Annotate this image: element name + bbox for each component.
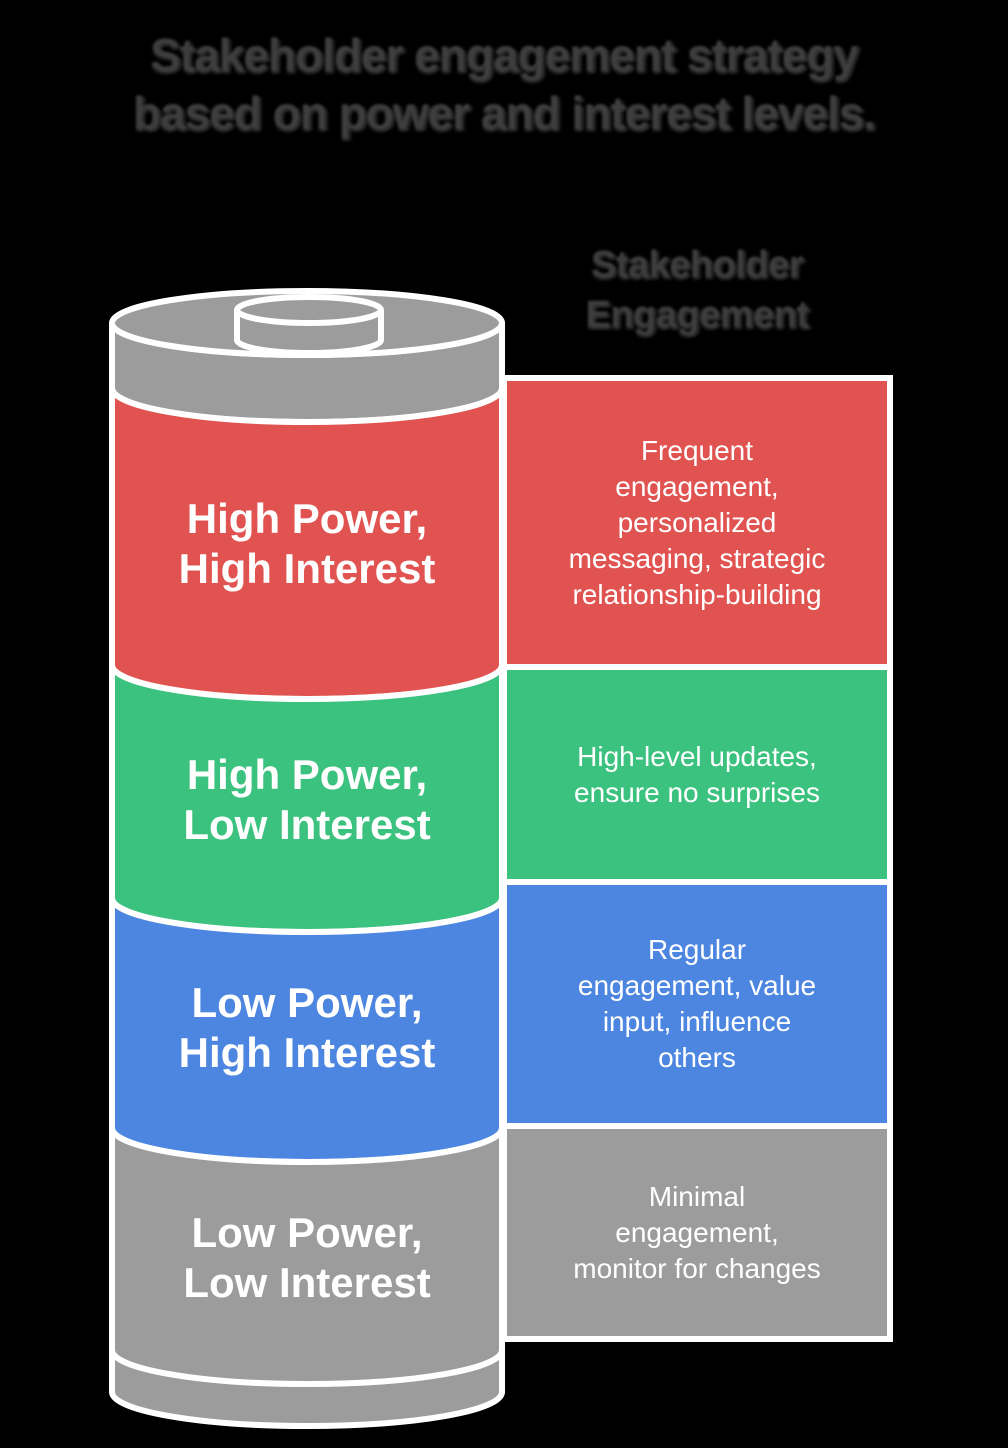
strategy-box-low-power-high-interest: Regular engagement, value input, influen… [501, 879, 893, 1129]
battery-terminal-top [234, 294, 384, 326]
segment-label-low-power-low-interest: Low Power, Low Interest [183, 1209, 431, 1306]
segment-label-high-power-high-interest: High Power, High Interest [178, 495, 436, 592]
stakeholder-engagement-column-header: Stakeholder Engagement [585, 244, 809, 336]
strategy-box-low-power-low-interest: Minimal engagement, monitor for changes [501, 1123, 893, 1342]
segment-label-high-power-low-interest: High Power, Low Interest [183, 751, 431, 848]
strategy-box-high-power-low-interest: High-level updates, ensure no surprises [501, 664, 893, 885]
segment-label-low-power-high-interest: Low Power, High Interest [178, 979, 436, 1076]
battery-segment-low-power-low-interest [109, 1125, 505, 1429]
battery-bottom-seam [109, 1347, 505, 1387]
strategy-box-high-power-high-interest: Frequent engagement, personalized messag… [501, 375, 893, 670]
page-title: Stakeholder engagement strategy based on… [132, 29, 876, 139]
